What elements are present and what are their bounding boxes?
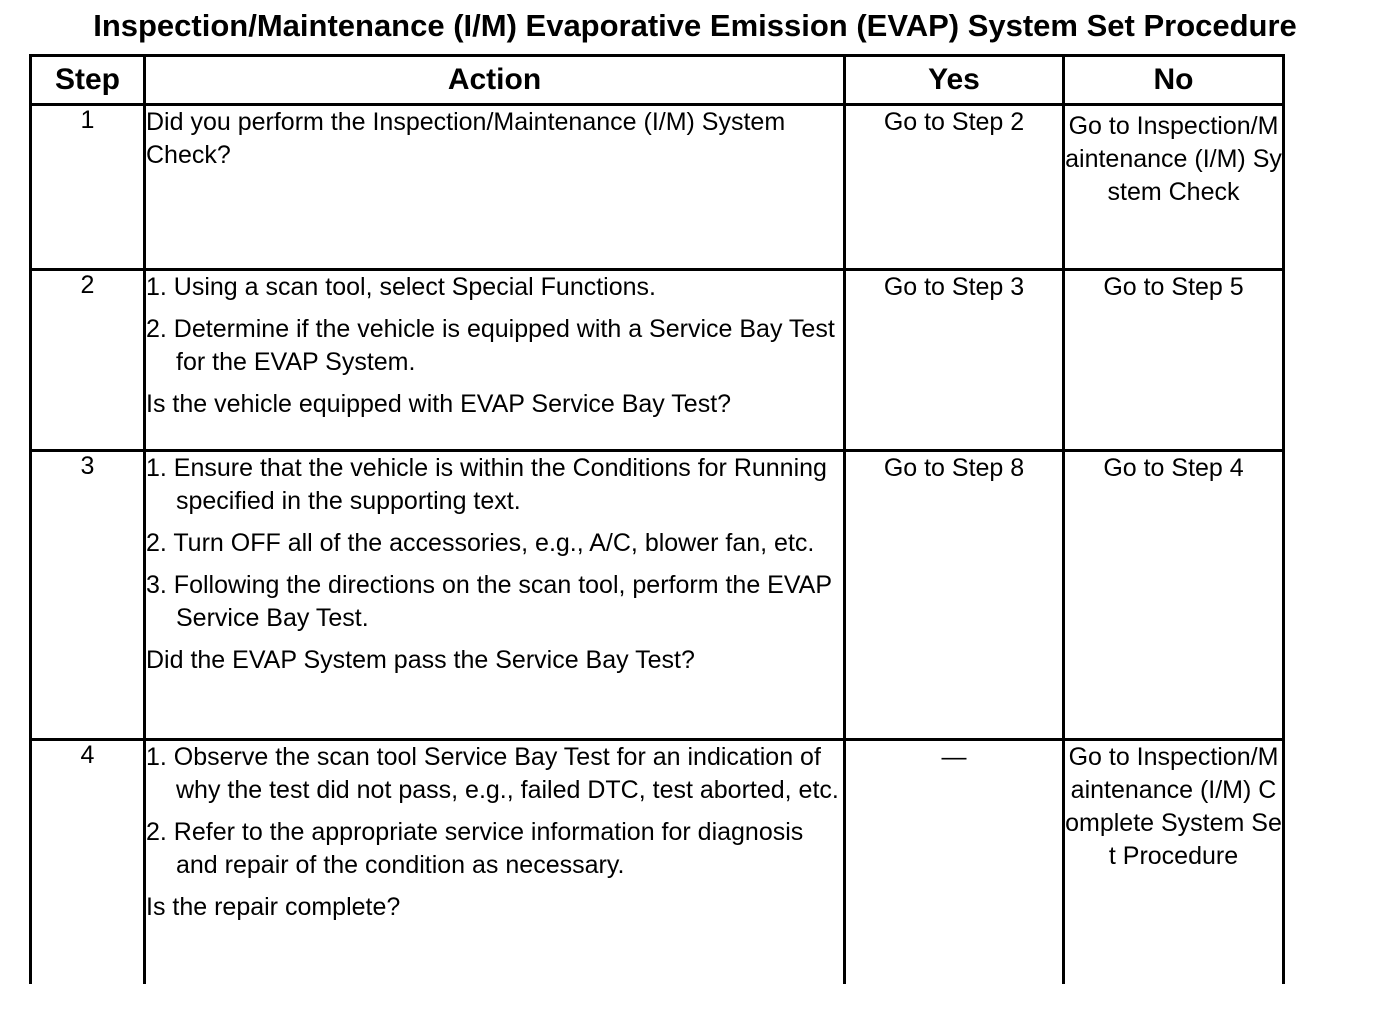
yes-cell: — xyxy=(843,738,1065,984)
action-cell: 1. Ensure that the vehicle is within the… xyxy=(143,449,846,741)
no-cell: Go to Step 4 xyxy=(1062,449,1285,741)
action-item: 3. Following the directions on the scan … xyxy=(146,571,832,632)
no-cell: Go to Inspection/Maintenance (I/M) Compl… xyxy=(1062,738,1285,984)
table-row: 4 1. Observe the scan tool Service Bay T… xyxy=(29,738,1285,984)
action-item: 2. Refer to the appropriate service info… xyxy=(146,818,804,879)
action-item: 1. Ensure that the vehicle is within the… xyxy=(146,454,827,515)
header-yes: Yes xyxy=(843,54,1065,106)
header-action: Action xyxy=(143,54,846,106)
action-question: Is the repair complete? xyxy=(146,893,401,921)
table-row: 2 1. Using a scan tool, select Special F… xyxy=(29,268,1285,452)
action-item: Did you perform the Inspection/Maintenan… xyxy=(146,108,786,169)
yes-cell: Go to Step 2 xyxy=(843,103,1065,271)
step-number: 2 xyxy=(29,268,146,452)
action-item: 2. Determine if the vehicle is equipped … xyxy=(146,315,835,376)
no-text: Go to Inspection/Maintenance (I/M) Syste… xyxy=(1065,112,1282,206)
procedure-table: Step Action Yes No 1 Did you perform the… xyxy=(29,54,1285,984)
no-cell: Go to Inspection/Maintenance (I/M) Syste… xyxy=(1062,103,1285,271)
action-item: 1. Observe the scan tool Service Bay Tes… xyxy=(146,743,839,804)
action-question: Is the vehicle equipped with EVAP Servic… xyxy=(146,390,732,418)
yes-cell: Go to Step 8 xyxy=(843,449,1065,741)
header-no: No xyxy=(1062,54,1285,106)
action-item: 1. Using a scan tool, select Special Fun… xyxy=(146,273,656,301)
action-cell: Did you perform the Inspection/Maintenan… xyxy=(143,103,846,271)
action-cell: 1. Observe the scan tool Service Bay Tes… xyxy=(143,738,846,984)
header-row: Step Action Yes No xyxy=(29,54,1285,106)
em-dash: — xyxy=(941,743,967,771)
action-question: Did the EVAP System pass the Service Bay… xyxy=(146,646,695,674)
table-row: 3 1. Ensure that the vehicle is within t… xyxy=(29,449,1285,741)
page-title: Inspection/Maintenance (I/M) Evaporative… xyxy=(93,8,1297,43)
step-number: 3 xyxy=(29,449,146,741)
no-text: Go to Inspection/Maintenance (I/M) Compl… xyxy=(1065,743,1282,870)
header-step: Step xyxy=(29,54,146,106)
no-cell: Go to Step 5 xyxy=(1062,268,1285,452)
step-number: 4 xyxy=(29,738,146,984)
action-item: 2. Turn OFF all of the accessories, e.g.… xyxy=(146,529,815,557)
step-number: 1 xyxy=(29,103,146,271)
action-cell: 1. Using a scan tool, select Special Fun… xyxy=(143,268,846,452)
table-row: 1 Did you perform the Inspection/Mainten… xyxy=(29,103,1285,271)
yes-cell: Go to Step 3 xyxy=(843,268,1065,452)
